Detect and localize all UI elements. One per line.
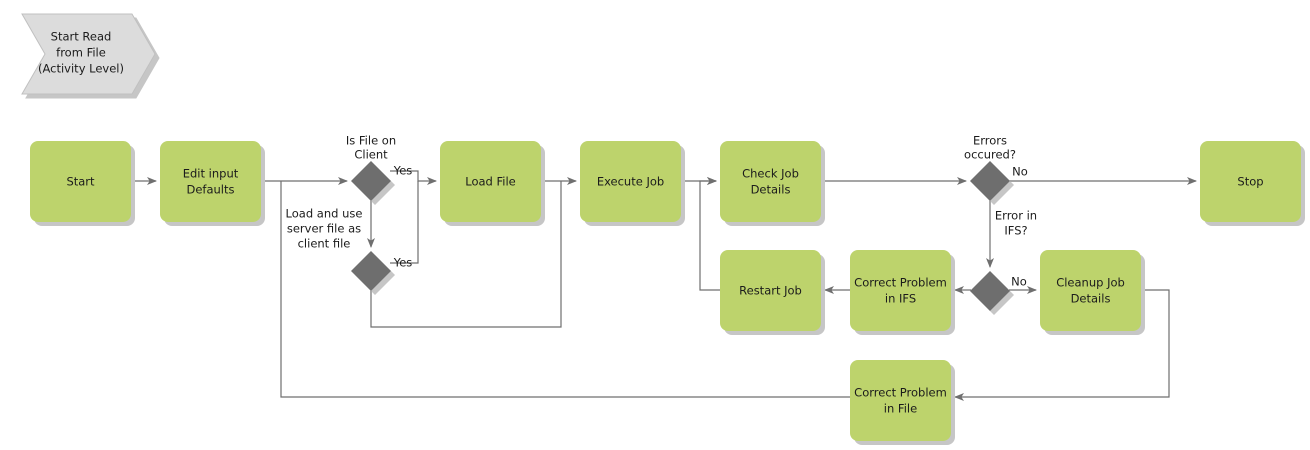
edge-correct-file-to-edit-input xyxy=(280,181,850,398)
node-error-in-ifs-shape[interactable] xyxy=(970,271,1010,311)
node-correct-problem-in-file-label-1: Correct Problem xyxy=(854,386,947,400)
node-correct-problem-in-ifs-shape[interactable] xyxy=(850,250,951,331)
node-load-file-shape[interactable] xyxy=(440,141,541,222)
node-errors-occured-label-2: occured? xyxy=(964,148,1016,162)
node-is-file-on-client[interactable]: Is File on Client xyxy=(346,134,396,202)
edge-label-error-in-ifs-no: No xyxy=(1011,275,1027,289)
edge-label-is-file-client-yes: Yes xyxy=(393,164,413,178)
edge-labels-layer: Yes Yes No No xyxy=(393,164,1028,289)
node-cleanup-job-details-label-1: Cleanup Job xyxy=(1056,276,1125,290)
edge-label-load-use-server-yes: Yes xyxy=(393,256,413,270)
banner-start-read-from-file: Start Read from File (Activity Level) xyxy=(21,13,156,95)
edges-layer xyxy=(131,170,1197,401)
node-check-job-details-shape[interactable] xyxy=(720,141,821,222)
banner-shape xyxy=(21,13,156,95)
node-correct-problem-in-file-label-2: in File xyxy=(884,402,917,416)
node-errors-occured[interactable]: Errors occured? xyxy=(964,134,1016,202)
node-load-and-use-server-file-label-1: Load and use xyxy=(286,207,363,221)
node-execute-job[interactable]: Execute Job xyxy=(580,141,681,222)
node-cleanup-job-details-shape[interactable] xyxy=(1040,250,1141,331)
node-is-file-on-client-label-1: Is File on xyxy=(346,134,396,148)
node-start-label: Start xyxy=(66,175,95,189)
node-restart-job[interactable]: Restart Job xyxy=(720,250,821,331)
node-error-in-ifs-label-2: IFS? xyxy=(1004,224,1027,238)
node-correct-problem-in-ifs-label-1: Correct Problem xyxy=(854,276,947,290)
node-stop-label: Stop xyxy=(1237,175,1263,189)
node-load-and-use-server-file-shape[interactable] xyxy=(351,251,391,291)
node-edit-input-defaults-label-1: Edit input xyxy=(183,167,239,181)
edge-is-file-client-yes-to-load-file xyxy=(390,170,437,185)
edge-cleanup-job-to-correct-file xyxy=(954,289,1170,401)
node-correct-problem-in-file[interactable]: Correct Problem in File xyxy=(850,360,951,441)
node-check-job-details-label-2: Details xyxy=(751,183,791,197)
node-restart-job-label: Restart Job xyxy=(739,284,802,298)
node-errors-occured-shape[interactable] xyxy=(970,161,1010,201)
node-errors-occured-label-1: Errors xyxy=(973,134,1007,148)
node-start[interactable]: Start xyxy=(30,141,131,222)
node-load-and-use-server-file[interactable]: Load and use server file as client file xyxy=(286,207,391,292)
banner-line-2: from File xyxy=(56,46,106,60)
edge-label-errors-occured-no: No xyxy=(1012,165,1028,179)
banner-line-1: Start Read xyxy=(51,30,112,44)
node-correct-problem-in-ifs-label-2: in IFS xyxy=(885,292,916,306)
node-check-job-details[interactable]: Check Job Details xyxy=(720,141,821,222)
node-start-shape[interactable] xyxy=(30,141,131,222)
node-execute-job-label: Execute Job xyxy=(597,175,664,189)
edge-restart-job-to-check-job xyxy=(699,177,720,291)
node-is-file-on-client-label-2: Client xyxy=(354,148,388,162)
node-correct-problem-in-file-shape[interactable] xyxy=(850,360,951,441)
banner-line-3: (Activity Level) xyxy=(38,62,124,76)
node-stop[interactable]: Stop xyxy=(1200,141,1301,222)
node-execute-job-shape[interactable] xyxy=(580,141,681,222)
node-edit-input-defaults[interactable]: Edit input Defaults xyxy=(160,141,261,222)
node-edit-input-defaults-shape[interactable] xyxy=(160,141,261,222)
edge-load-use-server-yes-to-load-file xyxy=(390,181,419,264)
node-load-and-use-server-file-label-3: client file xyxy=(298,237,351,251)
node-error-in-ifs[interactable]: Error in IFS? xyxy=(970,209,1037,312)
node-stop-shape[interactable] xyxy=(1200,141,1301,222)
node-restart-job-shape[interactable] xyxy=(720,250,821,331)
node-correct-problem-in-ifs[interactable]: Correct Problem in IFS xyxy=(850,250,951,331)
node-cleanup-job-details[interactable]: Cleanup Job Details xyxy=(1040,250,1141,331)
edge-load-use-server-no-to-execute-job xyxy=(370,181,562,328)
node-check-job-details-label-1: Check Job xyxy=(742,167,799,181)
node-load-file-label: Load File xyxy=(465,175,516,189)
node-cleanup-job-details-label-2: Details xyxy=(1071,292,1111,306)
node-error-in-ifs-label-1: Error in xyxy=(995,209,1037,223)
node-load-and-use-server-file-label-2: server file as xyxy=(287,222,361,236)
node-edit-input-defaults-label-2: Defaults xyxy=(186,183,234,197)
node-is-file-on-client-shape[interactable] xyxy=(351,161,391,201)
node-load-file[interactable]: Load File xyxy=(440,141,541,222)
